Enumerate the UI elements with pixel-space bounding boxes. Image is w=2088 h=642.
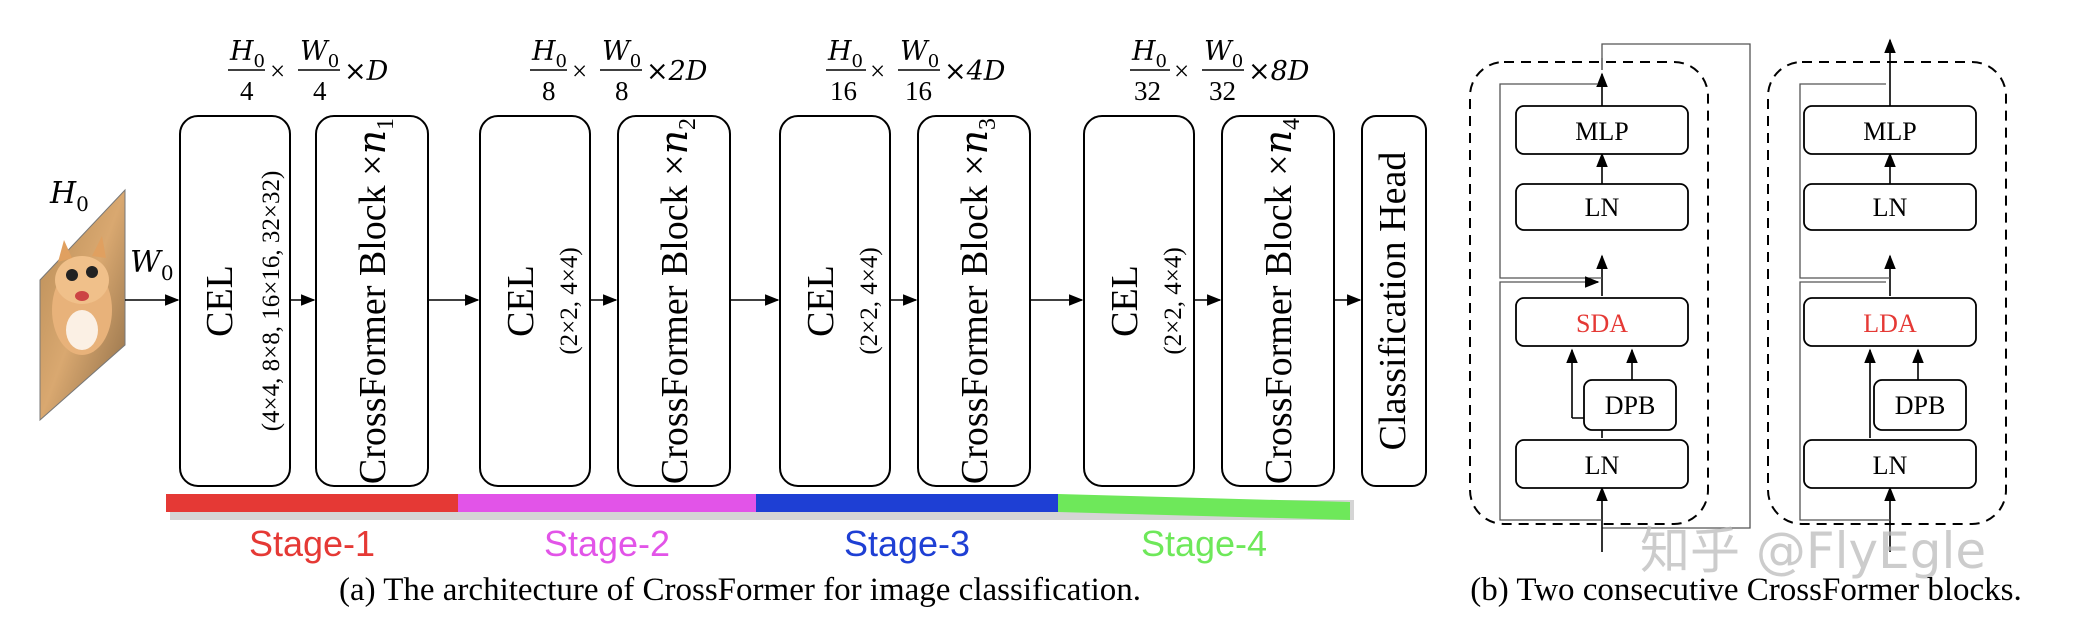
dim-channels: ×2D (646, 56, 708, 87)
caption-a: (a) The architecture of CrossFormer for … (339, 572, 1141, 608)
mlp-box (1803, 105, 1977, 155)
ln-bottom-label: LN (1585, 451, 1620, 480)
sda-box (1515, 297, 1689, 347)
cel-label: CEL (800, 265, 842, 337)
ln-top-box (1803, 183, 1977, 231)
ln-top-box (1515, 183, 1689, 231)
dpb-label: DPB (1895, 391, 1946, 420)
block-1-frame (1469, 61, 1709, 525)
crossformer-block-box (1221, 115, 1335, 487)
lda-box (1803, 297, 1977, 347)
stage-4-label: Stage-4 (1141, 523, 1267, 564)
crossformer-block-label: CrossFormer Block ×n1 (350, 118, 399, 484)
ln-top-label: LN (1873, 193, 1908, 222)
stage-2-dimension: H0 8 × W0 8 ×2D (530, 36, 708, 106)
stage-4-dimension: H0 32 × W0 32 ×8D (1130, 36, 1310, 106)
cel-label: CEL (1104, 265, 1146, 337)
dim-h-denominator: 8 (542, 76, 556, 106)
crossformer-block-2: MLP LN LDA DPB LN (1767, 38, 2007, 552)
stage-2: H0 8 × W0 8 ×2D CEL (2×2, 4×4) CrossForm… (479, 36, 780, 487)
stage-3-bar (756, 494, 1058, 512)
dim-w-numerator: W0 (1204, 36, 1243, 72)
stage-1: H0 4 × W0 4 ×D CEL (4×4, 8×8, 16×16, 32×… (179, 36, 480, 487)
input-image: H0 W0 (39, 176, 180, 422)
dim-channels: ×8D (1248, 56, 1310, 87)
ln-top-label: LN (1585, 193, 1620, 222)
crossformer-block-box (315, 115, 429, 487)
crossformer-block-1: MLP LN SDA DPB LN (1469, 61, 1709, 552)
dim-w-numerator: W0 (602, 36, 641, 72)
input-height-label: H0 (49, 176, 89, 216)
cel-box (479, 115, 591, 487)
stage-4: H0 32 × W0 32 ×8D CEL (2×2, 4×4) CrossFo… (1083, 36, 1362, 487)
cel-params: (2×2, 4×4) (856, 247, 883, 354)
dim-channels: ×4D (944, 56, 1006, 87)
cel-box (179, 115, 291, 487)
input-width-label: W0 (130, 245, 174, 285)
dim-times: × (870, 56, 885, 86)
dim-w-denominator: 32 (1209, 76, 1236, 106)
stage-2-label: Stage-2 (544, 523, 670, 564)
watermark: 知乎 @FlyEgle (1640, 522, 1986, 580)
mlp-box (1515, 105, 1689, 155)
dim-h-numerator: H0 (1131, 36, 1167, 72)
stage-3: H0 16 × W0 16 ×4D CEL (2×2, 4×4) CrossFo… (779, 36, 1084, 487)
dim-h-denominator: 32 (1134, 76, 1161, 106)
dpb-box (1873, 379, 1967, 431)
dim-h-denominator: 4 (240, 76, 254, 106)
dim-h-denominator: 16 (830, 76, 857, 106)
dim-h-numerator: H0 (827, 36, 863, 72)
stage-1-bar (166, 494, 458, 512)
dim-w-denominator: 4 (313, 76, 327, 106)
dim-times: × (1174, 56, 1189, 86)
stage-3-dimension: H0 16 × W0 16 ×4D (826, 36, 1006, 106)
classification-head-label: Classification Head (1372, 152, 1414, 451)
dim-h-numerator: H0 (229, 36, 265, 72)
block-2-frame (1767, 61, 2007, 525)
mlp-label: MLP (1863, 117, 1916, 146)
caption-b: (b) Two consecutive CrossFormer blocks. (1470, 572, 2022, 608)
inter-block-connector (1601, 43, 1751, 529)
crossformer-block-box (917, 115, 1031, 487)
lda-label: LDA (1863, 309, 1917, 338)
mlp-label: MLP (1575, 117, 1628, 146)
cel-box (1083, 115, 1195, 487)
cat-photo-icon (39, 188, 126, 422)
cel-params: (2×2, 4×4) (556, 247, 583, 354)
ln-bottom-box (1803, 439, 1977, 489)
dim-times: × (572, 56, 587, 86)
dpb-label: DPB (1605, 391, 1656, 420)
cel-box (779, 115, 891, 487)
dim-w-numerator: W0 (900, 36, 939, 72)
dpb-box (1583, 379, 1677, 431)
stage-3-label: Stage-3 (844, 523, 970, 564)
stage-2-bar (458, 494, 756, 512)
cel-params: (4×4, 8×8, 16×16, 32×32) (258, 171, 285, 432)
dim-h-numerator: H0 (531, 36, 567, 72)
stage-1-label: Stage-1 (249, 523, 375, 564)
classification-head-box (1361, 115, 1427, 487)
dim-channels: ×D (344, 56, 389, 87)
dim-times: × (270, 56, 285, 86)
stage-4-bar (1058, 494, 1350, 520)
stage-1-dimension: H0 4 × W0 4 ×D (228, 36, 389, 106)
stage-bars (166, 494, 1354, 520)
dim-w-denominator: 16 (905, 76, 932, 106)
ln-bottom-label: LN (1873, 451, 1908, 480)
ln-bottom-box (1515, 439, 1689, 489)
cel-label: CEL (199, 265, 241, 337)
crossformer-block-label: CrossFormer Block ×n2 (652, 118, 701, 484)
cel-label: CEL (500, 265, 542, 337)
sda-label: SDA (1576, 309, 1628, 338)
dim-w-denominator: 8 (615, 76, 629, 106)
cel-params: (2×2, 4×4) (1160, 247, 1187, 354)
crossformer-block-label: CrossFormer Block ×n4 (1256, 118, 1305, 484)
crossformer-block-label: CrossFormer Block ×n3 (952, 118, 1001, 484)
crossformer-block-box (617, 115, 731, 487)
dim-w-numerator: W0 (300, 36, 339, 72)
